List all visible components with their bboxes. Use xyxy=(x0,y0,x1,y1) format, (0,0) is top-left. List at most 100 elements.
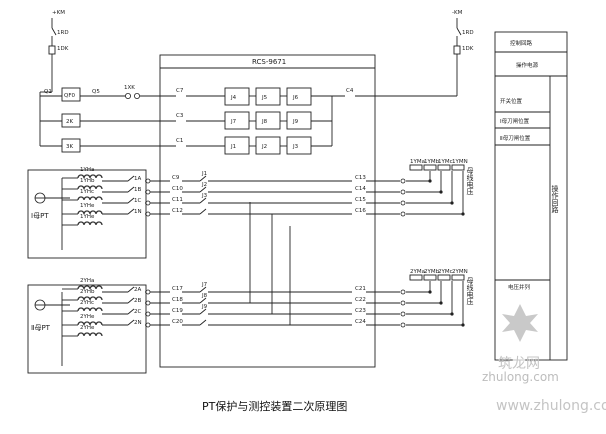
pt2-bus-junction xyxy=(450,312,454,316)
pt2-winding-coil xyxy=(77,296,103,301)
panel-item: 操作电源 xyxy=(516,61,539,69)
pt2-terminal-switch xyxy=(127,286,135,293)
pt1-bus-vertical-label: 母线电压 xyxy=(466,167,474,196)
pt2-contact-label: J8 xyxy=(201,293,208,299)
pt1-bus-junction xyxy=(428,179,432,183)
pt1-output-node xyxy=(400,211,406,217)
pt1-bus-junction xyxy=(450,201,454,205)
panel-item: 开关位置 xyxy=(500,97,523,105)
control-row1-c: Q5 xyxy=(92,89,100,95)
relay-label: J7 xyxy=(230,119,237,125)
panel-item: 电压并列 xyxy=(508,283,531,291)
diagram-caption: PT保护与测控装置二次原理图 xyxy=(202,399,347,413)
pt1-terminal-label: 1B xyxy=(134,187,141,193)
pt1-contact-label: J1 xyxy=(201,171,207,177)
pt2-contact-label: J9 xyxy=(201,304,208,310)
pt2-terminal-label: 2B xyxy=(134,298,141,304)
pt2-bus-label: 2YMN xyxy=(452,269,468,275)
watermark-url2: www.zhulong.com xyxy=(496,398,606,414)
pt2-input-label: C19 xyxy=(172,308,183,314)
pt1-contact xyxy=(199,208,207,215)
pt2-output-node xyxy=(400,322,406,328)
pt1-terminal-switch xyxy=(127,186,135,193)
pt1-input-label: C11 xyxy=(172,197,183,203)
pt1-terminal-label: 1N xyxy=(134,209,142,215)
pt2-contact xyxy=(199,308,207,315)
pt1-input-node xyxy=(145,178,151,184)
panel-item: Ⅰ母刀闸位置 xyxy=(500,117,530,125)
pt2-output-label: C23 xyxy=(355,308,366,314)
pt1-output-label: C15 xyxy=(355,197,366,203)
pt2-bus-terminal xyxy=(451,274,465,281)
pt2-terminal-label: 2C xyxy=(134,309,141,315)
pt2-output-node xyxy=(400,311,406,317)
pt1-bus-label: 1YMa xyxy=(410,159,425,165)
dc-left-breaker-label: 1DK xyxy=(57,46,69,52)
control-row1-a: Q1 xyxy=(44,89,52,95)
control-row-1: Q1 QF0 Q5 1XK C7 xyxy=(40,85,225,102)
pt2-winding-label: 2YHc xyxy=(80,300,94,306)
dc-right-breaker-label: 1DK xyxy=(462,46,474,52)
pt1-bus-terminal xyxy=(423,164,437,171)
dc-right-supply-label: -KM xyxy=(452,10,463,16)
pt2-terminal-switch xyxy=(127,319,135,326)
panel-item: Ⅱ母刀闸位置 xyxy=(500,134,531,142)
pt2-winding-label: 2YHb xyxy=(80,289,95,295)
pt1-terminal-label: 1C xyxy=(134,198,141,204)
pt1-terminal-switch xyxy=(127,208,135,215)
relay-label: J4 xyxy=(230,95,237,101)
pt1-output-label: C14 xyxy=(355,186,366,192)
pt1-terminal-label: 1A xyxy=(134,176,141,182)
pt1-terminal-switch xyxy=(127,175,135,182)
pt1-winding-coil xyxy=(77,221,103,226)
dc-left-fuse-label: 1RD xyxy=(57,30,69,36)
pt2-input-node xyxy=(145,311,151,317)
pt1-contact xyxy=(199,197,207,204)
relay-grid: J4 J5 J6 J7 J8 J9 J1 J2 J3 C4 xyxy=(224,87,457,155)
pt1-winding-label: 1YHb xyxy=(80,178,95,184)
relay-label: J9 xyxy=(292,119,299,125)
pt1-output-label: C16 xyxy=(355,208,366,214)
relay-label: J2 xyxy=(261,144,267,150)
pt1-contact xyxy=(199,175,207,182)
pt1-input-label: C12 xyxy=(172,208,183,214)
relay-label: J5 xyxy=(261,95,268,101)
pt2-bus-junction xyxy=(461,323,465,327)
right-panel: 控制回路 操作电源 开关位置 Ⅰ母刀闸位置 Ⅱ母刀闸位置 电压并列 操作回路 xyxy=(494,31,568,361)
pt2-bus-label: 2YMb xyxy=(424,269,440,275)
relay-label: J8 xyxy=(261,119,268,125)
pt2-winding-coil xyxy=(77,332,103,337)
watermark: 筑龙网 zhulong.com www.zhulong.com xyxy=(482,304,606,414)
control-row1-out: C4 xyxy=(346,88,354,94)
pt1-output-node xyxy=(400,189,406,195)
pt1-contact xyxy=(199,186,207,193)
pt1-bus-terminal xyxy=(451,164,465,171)
pt1-bus-junction xyxy=(461,212,465,216)
pt1-bus-label: 1YMN xyxy=(452,159,468,165)
pt2-bus-label: 2YMc xyxy=(438,269,453,275)
pt1-terminal-switch xyxy=(127,197,135,204)
pt1-winding-label: 1YHe xyxy=(80,203,95,209)
pt2-winding-label: 2YHe xyxy=(80,325,95,331)
pt1-bus-label: 1YMb xyxy=(424,159,440,165)
device-box: RCS-9671 xyxy=(159,54,376,368)
dc-left-supply-label: +KM xyxy=(52,10,65,16)
pt2-input-label: C17 xyxy=(172,286,183,292)
pt2-bus-junction xyxy=(428,290,432,294)
pt2-output-node xyxy=(400,300,406,306)
dc-supply-right: -KM 1RD 1DK xyxy=(452,10,474,96)
pt2-terminal-switch xyxy=(127,297,135,304)
pt1-contact-label: J2 xyxy=(201,182,207,188)
pt2-winding-coil xyxy=(77,285,103,290)
pt2-input-node xyxy=(145,300,151,306)
pt2-input-label: C20 xyxy=(172,319,183,325)
control-row3-a: 3K xyxy=(66,144,73,150)
pt2-winding-label: 2YHa xyxy=(80,278,94,284)
control-row1-b: QF0 xyxy=(64,93,75,99)
pt2-contact xyxy=(199,319,207,326)
pt1-winding-label: 1YHc xyxy=(80,189,94,195)
pt2-contact xyxy=(199,297,207,304)
pt1-input-label: C9 xyxy=(172,175,180,181)
